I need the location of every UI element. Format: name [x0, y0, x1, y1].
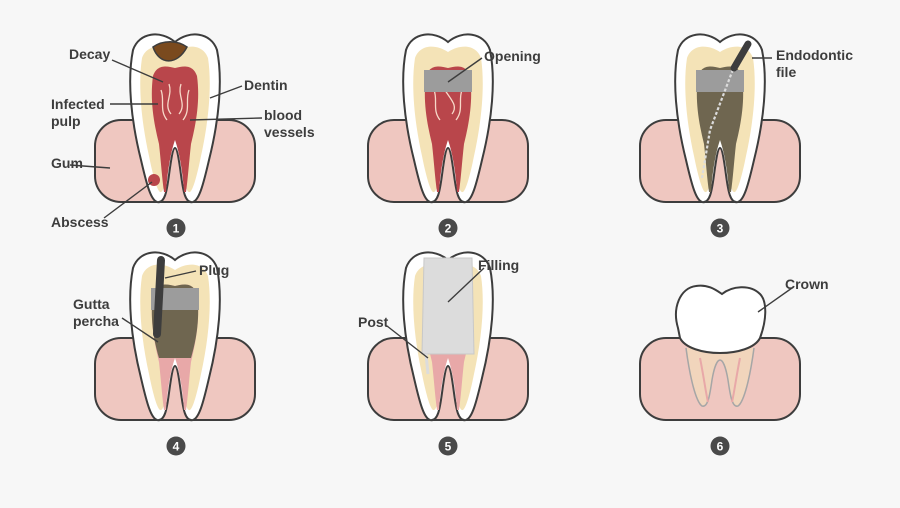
- leader-gum: [69, 164, 111, 169]
- step-badges: 1 2 3 4 5 6: [166, 218, 730, 456]
- label-infected-pulp-line2: pulp: [51, 113, 81, 129]
- leader-opening: [447, 57, 483, 83]
- leader-gutta-percha: [121, 317, 159, 343]
- label-abscess: Abscess: [51, 214, 109, 230]
- leader-blood-vessels: [189, 117, 263, 121]
- label-post: Post: [358, 314, 389, 330]
- leader-dentin: [209, 85, 243, 99]
- decay-cavity: [152, 41, 188, 62]
- filling-block: [421, 257, 475, 355]
- step-6-panel: [639, 284, 801, 421]
- leader-decay: [111, 59, 164, 83]
- label-decay: Decay: [69, 46, 110, 62]
- label-crown: Crown: [785, 276, 829, 292]
- label-filling: Filling: [478, 257, 519, 273]
- step-number-5: 5: [445, 440, 452, 454]
- step-number-3: 3: [717, 222, 724, 236]
- step-badge-4: 4: [166, 436, 186, 456]
- step-4-panel: [94, 251, 256, 422]
- step-5-panel: [367, 251, 529, 422]
- access-opening: [424, 70, 472, 92]
- endodontic-file-handle: [730, 40, 752, 72]
- step-badge-6: 6: [710, 436, 730, 456]
- step-number-4: 4: [173, 440, 180, 454]
- label-dentin: Dentin: [244, 77, 288, 93]
- access-opening-3: [696, 70, 744, 92]
- blood-vessels-1: [160, 83, 190, 121]
- label-opening: Opening: [484, 48, 541, 64]
- step-number-6: 6: [717, 440, 724, 454]
- leader-post: [386, 325, 429, 359]
- step-badge-3: 3: [710, 218, 730, 238]
- labels: Decay Dentin Infected pulp blood vessels…: [51, 46, 853, 330]
- crown-cap: [675, 284, 767, 354]
- label-gutta-percha-line2: percha: [73, 313, 119, 329]
- root-canal-lines-6: [699, 357, 741, 403]
- leader-abscess: [103, 181, 153, 219]
- step-3-panel: [639, 33, 801, 204]
- leader-lines: [69, 57, 793, 359]
- step-number-1: 1: [173, 222, 180, 236]
- label-infected-pulp-line1: Infected: [51, 96, 105, 112]
- label-endodontic-file-line2: file: [776, 64, 796, 80]
- label-gum: Gum: [51, 155, 83, 171]
- root-outline-6: [685, 347, 755, 407]
- step-2-panel: [367, 33, 529, 204]
- label-blood-vessels-line2: vessels: [264, 124, 315, 140]
- step-badge-1: 1: [166, 218, 186, 238]
- label-gutta-percha-line1: Gutta: [73, 296, 110, 312]
- step-number-2: 2: [445, 222, 452, 236]
- leader-filling: [447, 267, 485, 303]
- label-endodontic-file-line1: Endodontic: [776, 47, 853, 63]
- label-blood-vessels-line1: blood: [264, 107, 302, 123]
- leader-plug: [164, 270, 197, 279]
- step-1-panel: [94, 33, 256, 204]
- label-plug: Plug: [199, 262, 229, 278]
- step-badge-2: 2: [438, 218, 458, 238]
- plug-tool: [153, 256, 165, 338]
- leader-crown: [757, 287, 793, 313]
- step-badge-5: 5: [438, 436, 458, 456]
